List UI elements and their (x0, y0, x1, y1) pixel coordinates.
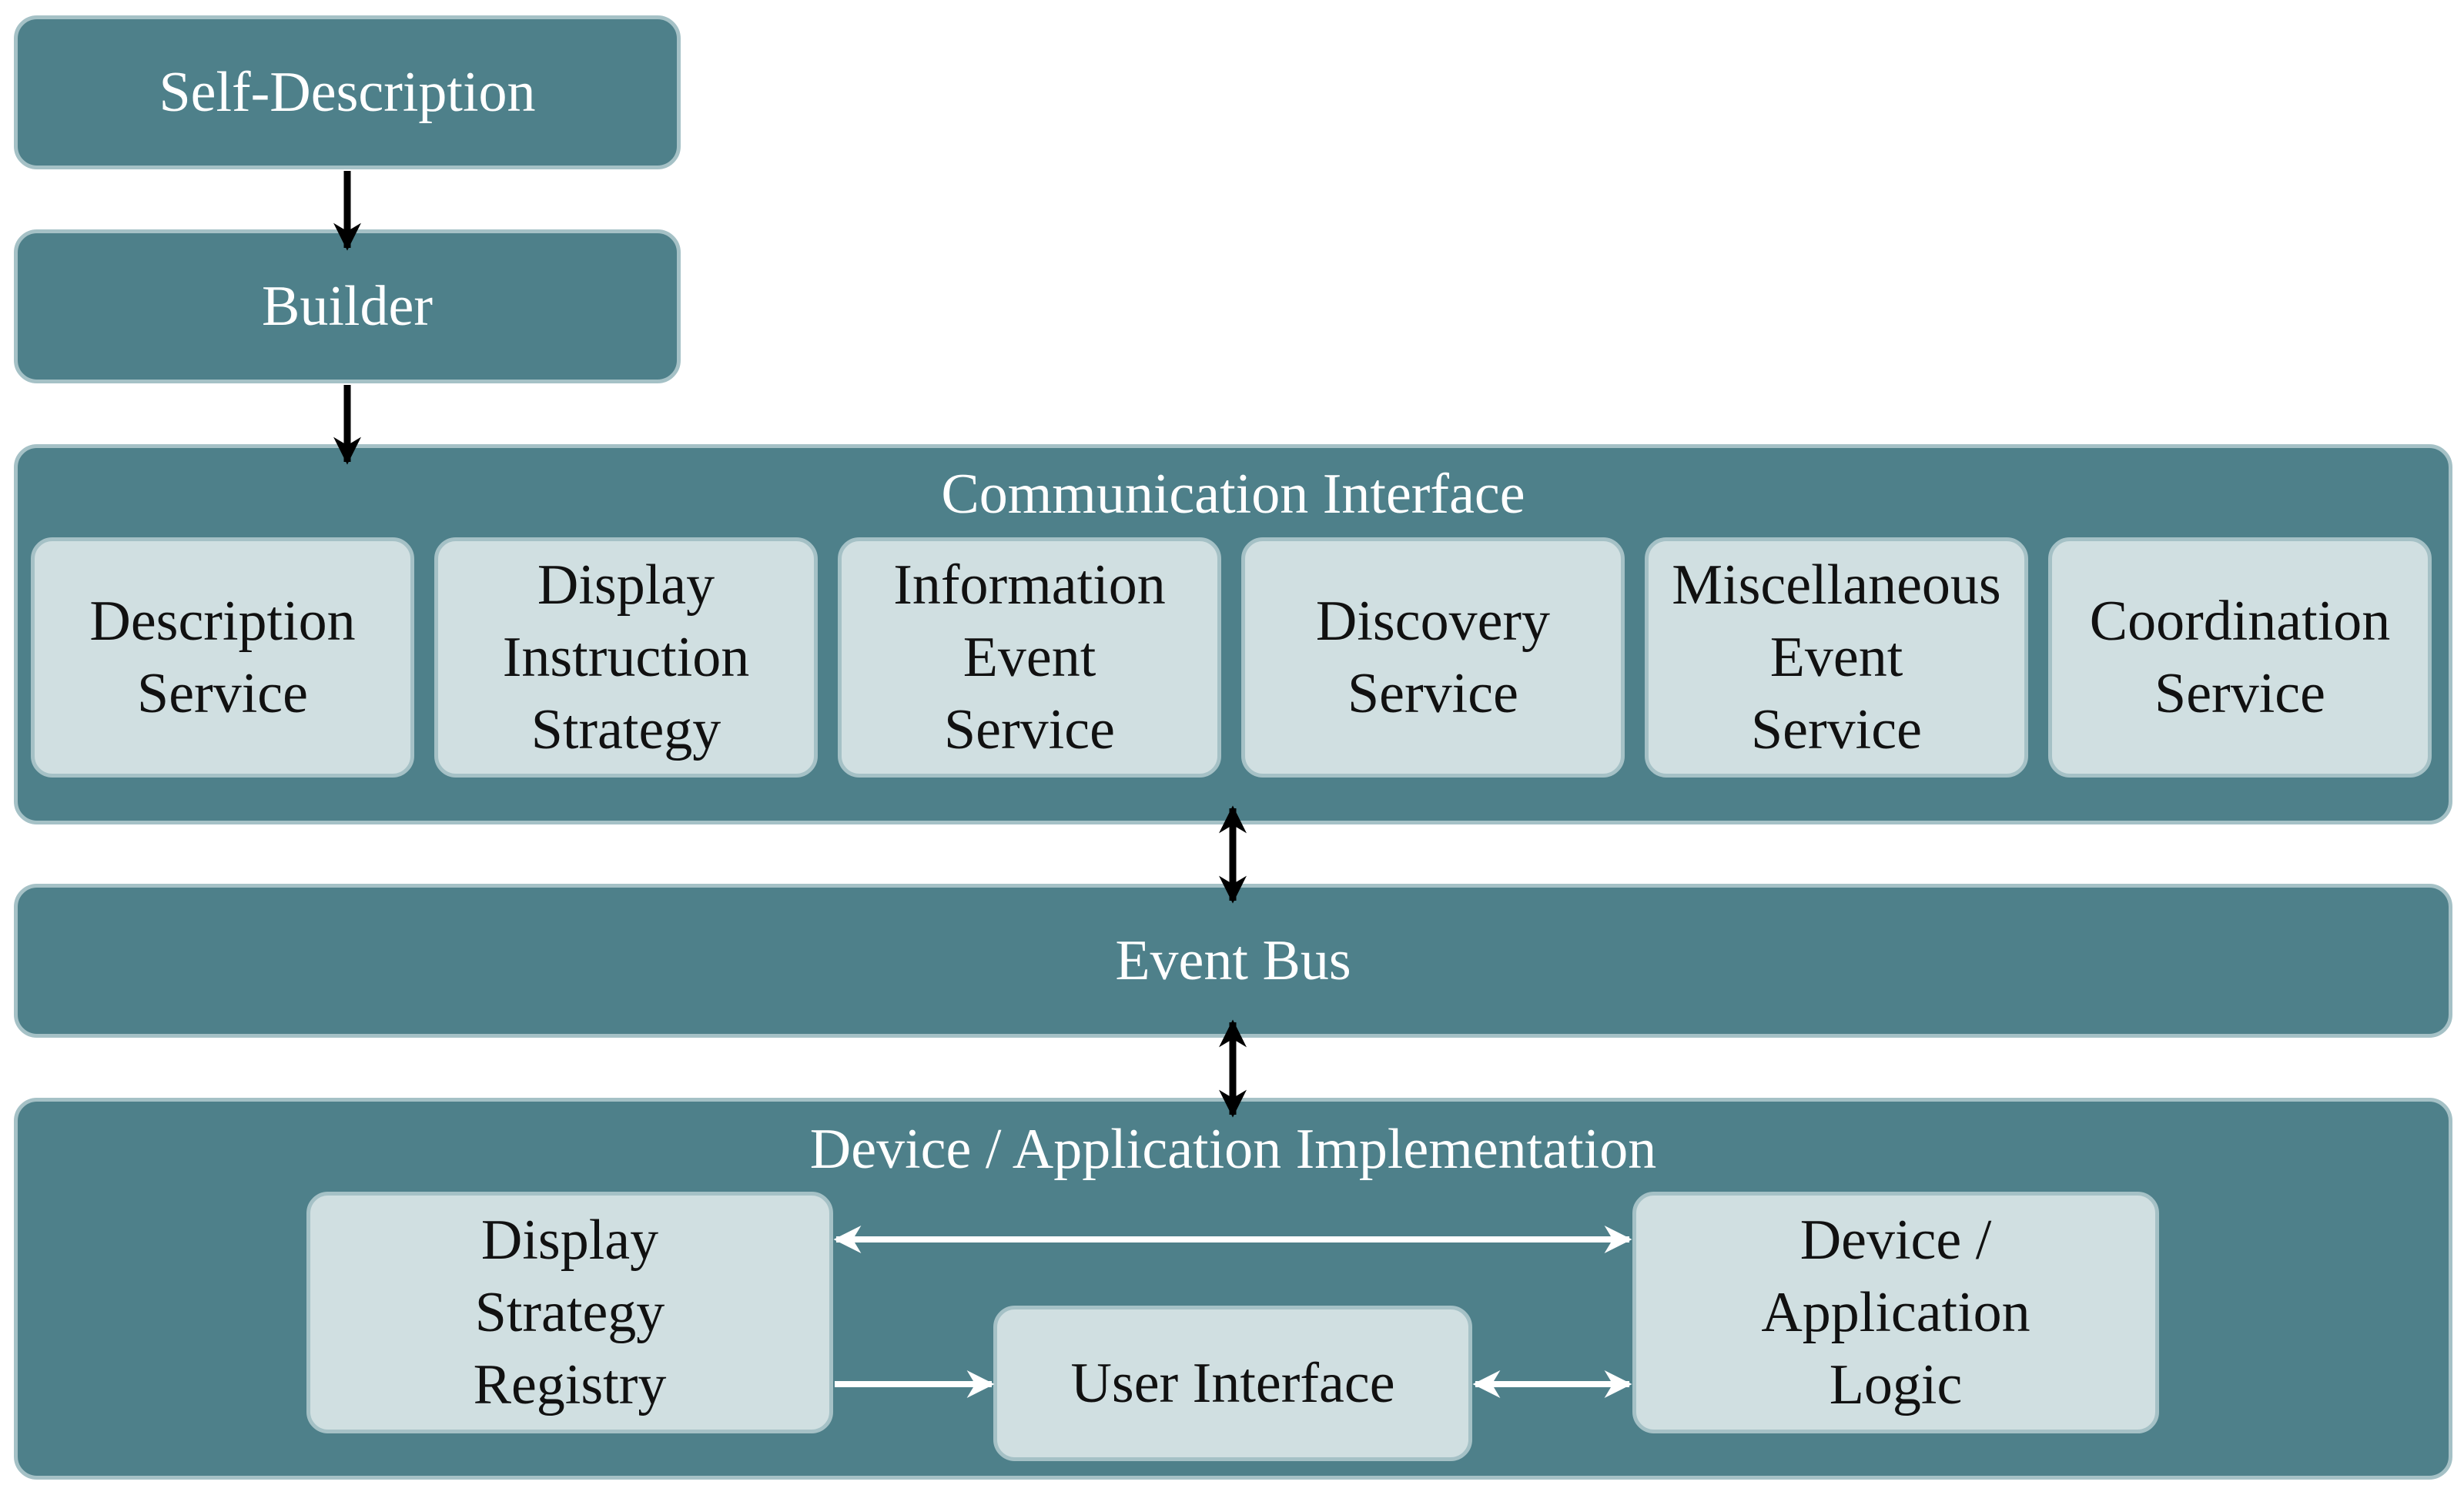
event-bus-box: Event Bus (14, 884, 2452, 1038)
miscellaneous-event-service-label: Miscellaneous Event Service (1672, 554, 2001, 761)
device-application-implementation-title: Device / Application Implementation (809, 1118, 1657, 1181)
device-application-logic-box: Device / Application Logic (1632, 1192, 2159, 1433)
builder-label: Builder (262, 274, 433, 338)
coordination-service-label: Coordination Service (2089, 590, 2391, 725)
device-application-logic-label: Device / Application Logic (1761, 1209, 2030, 1416)
discovery-service-label: Discovery Service (1315, 590, 1551, 725)
communication-interface-container: Communication Interface (14, 444, 2452, 824)
self-description-label: Self-Description (159, 60, 536, 124)
coordination-service-box: Coordination Service (2048, 537, 2432, 778)
user-interface-box: User Interface (993, 1306, 1472, 1461)
information-event-service-label: Information Event Service (893, 554, 1166, 761)
display-strategy-registry-label: Display Strategy Registry (473, 1209, 667, 1416)
display-instruction-strategy-label: Display Instruction Strategy (502, 554, 750, 761)
miscellaneous-event-service-box: Miscellaneous Event Service (1645, 537, 2028, 778)
display-instruction-strategy-box: Display Instruction Strategy (434, 537, 818, 778)
event-bus-label: Event Bus (1115, 928, 1351, 992)
self-description-box: Self-Description (14, 15, 681, 169)
description-service-label: Description Service (89, 590, 356, 725)
builder-box: Builder (14, 229, 681, 383)
discovery-service-box: Discovery Service (1241, 537, 1625, 778)
information-event-service-box: Information Event Service (838, 537, 1221, 778)
description-service-box: Description Service (31, 537, 414, 778)
communication-interface-title: Communication Interface (941, 463, 1525, 526)
display-strategy-registry-box: Display Strategy Registry (306, 1192, 833, 1433)
user-interface-label: User Interface (1070, 1352, 1395, 1415)
